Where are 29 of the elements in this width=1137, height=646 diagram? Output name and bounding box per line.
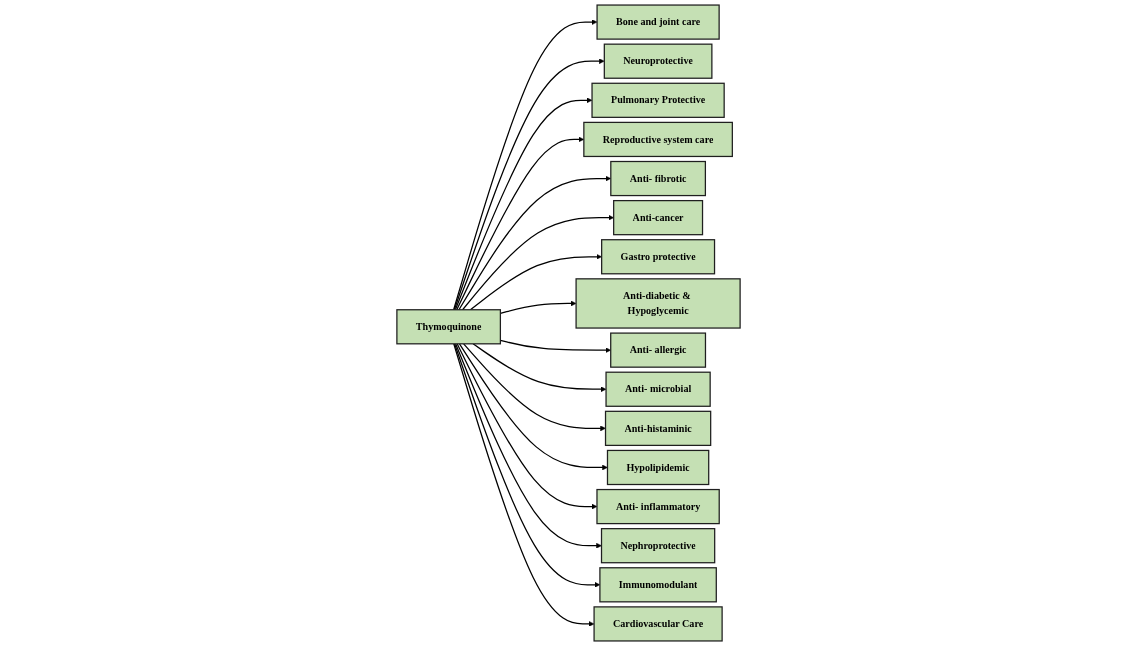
- arrow: [453, 58, 605, 311]
- arrow: [455, 343, 602, 549]
- node-box: Anti- microbial: [605, 371, 711, 407]
- node-box: Immunomodulant: [599, 567, 717, 603]
- node-box: Cardiovascular Care: [593, 606, 723, 642]
- arrow: [453, 343, 601, 588]
- node-box: Anti-histaminic: [604, 410, 712, 446]
- node-box: Pulmonary Protective: [591, 82, 725, 118]
- node-box: Reproductive system care: [583, 121, 733, 158]
- node-box: Hypolipidemic: [606, 449, 710, 486]
- node-box: Anti- fibrotic: [610, 160, 706, 197]
- arrow: [462, 214, 614, 311]
- arrow: [454, 97, 593, 311]
- node-box: Gastro protective: [601, 239, 716, 275]
- node-box: Thymoquinone: [396, 309, 501, 345]
- arrow: [458, 175, 612, 311]
- node-box: Neuroprotective: [603, 43, 713, 79]
- node-box: Anti-diabetic & Hypoglycemic: [575, 278, 741, 329]
- node-box: Nephroprotective: [600, 528, 716, 564]
- arrow: [458, 343, 608, 471]
- node-box: Anti- allergic: [610, 332, 707, 368]
- arrow: [469, 254, 602, 311]
- node-box: Anti-cancer: [613, 200, 704, 236]
- arrow: [463, 343, 606, 432]
- arrow: [472, 343, 607, 392]
- arrow: [453, 19, 598, 311]
- arrow: [453, 343, 595, 627]
- node-box: Anti- inflammatory: [596, 488, 720, 525]
- node-box: Bone and joint care: [596, 4, 720, 40]
